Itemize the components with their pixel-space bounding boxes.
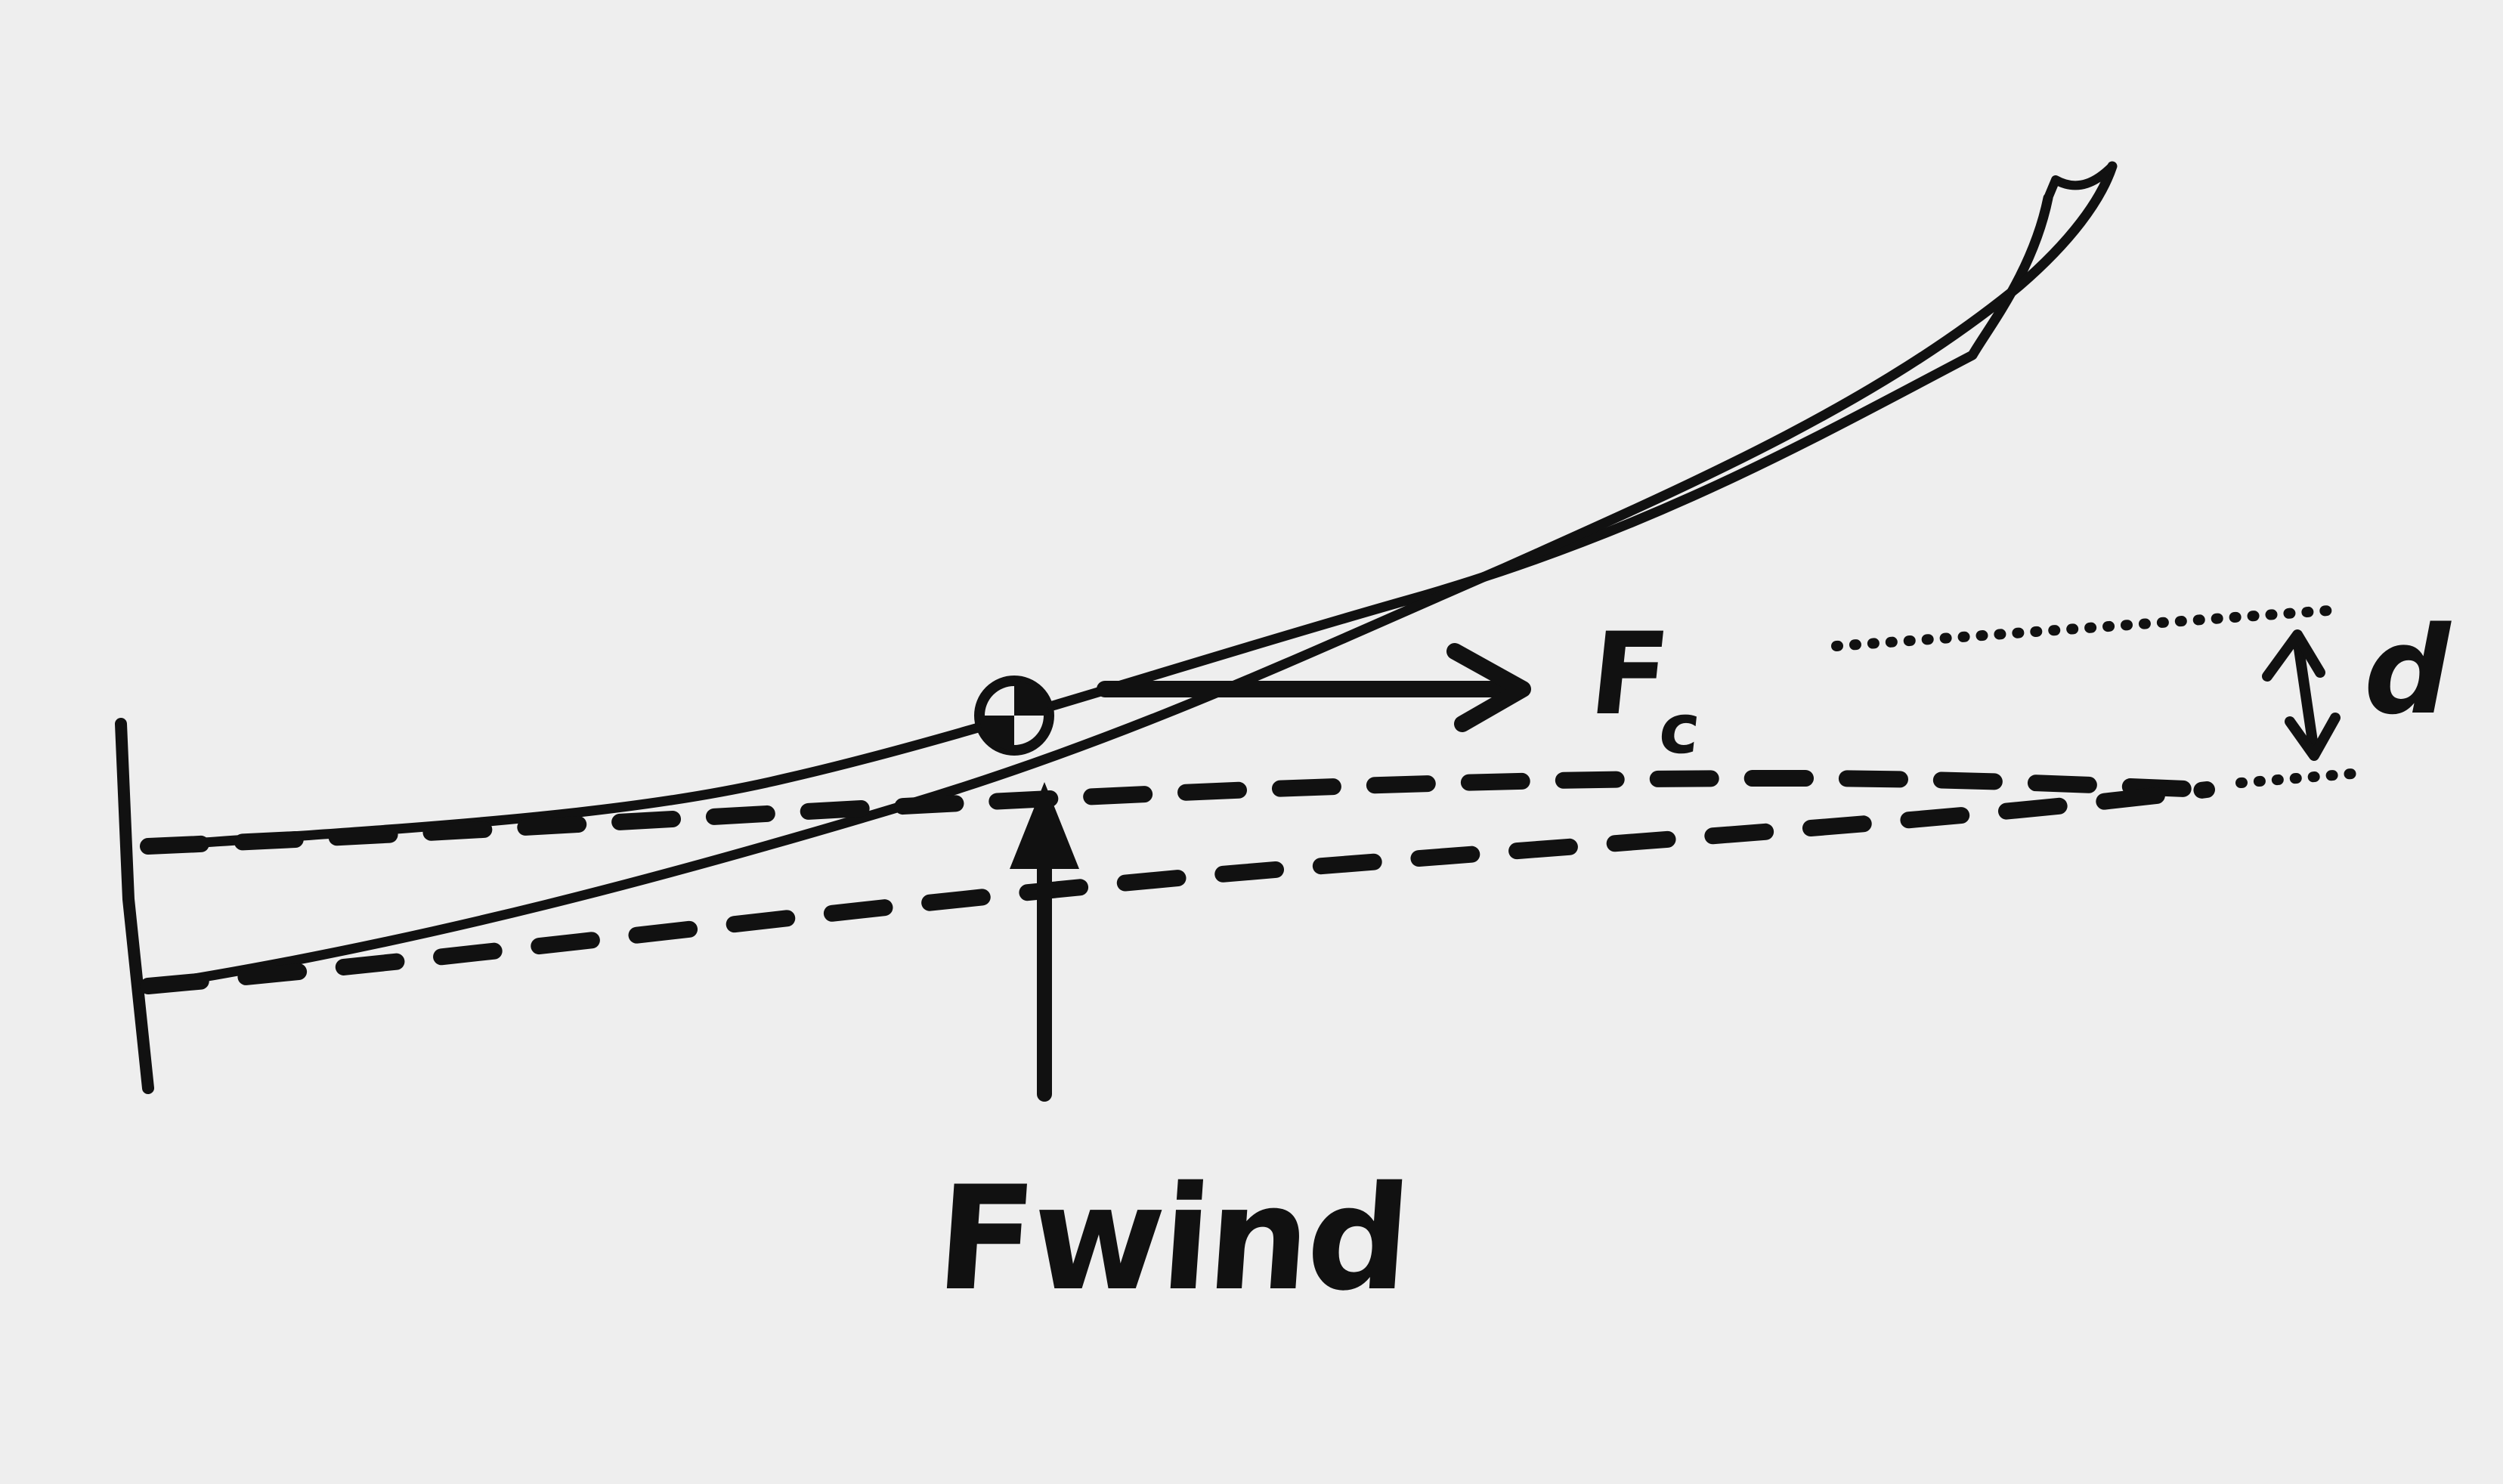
displacement-d-label: d bbox=[2364, 600, 2451, 741]
deflected-beam-lower-edge bbox=[143, 161, 2118, 991]
undeflected-beam-lower-dashed bbox=[140, 781, 2215, 994]
beam-tip bbox=[2044, 162, 2117, 203]
fc-force-arrow bbox=[1097, 643, 1531, 732]
fc-subscript: c bbox=[1655, 690, 1704, 769]
tip-height-reference-dotted bbox=[1831, 604, 2344, 651]
wall-support bbox=[115, 718, 154, 1094]
fwind-label: Fwind bbox=[931, 1155, 1413, 1322]
fwind-force-arrow bbox=[1010, 782, 1079, 1102]
deflected-beam-upper-edge bbox=[143, 193, 2053, 852]
fc-label: Fc bbox=[1583, 609, 1704, 769]
center-of-gravity-marker bbox=[974, 676, 1054, 756]
undeflected-tip-reference-dotted bbox=[2235, 768, 2357, 788]
undeflected-beam-upper-dashed bbox=[140, 770, 2215, 855]
displacement-d-arrow bbox=[2262, 629, 2341, 761]
